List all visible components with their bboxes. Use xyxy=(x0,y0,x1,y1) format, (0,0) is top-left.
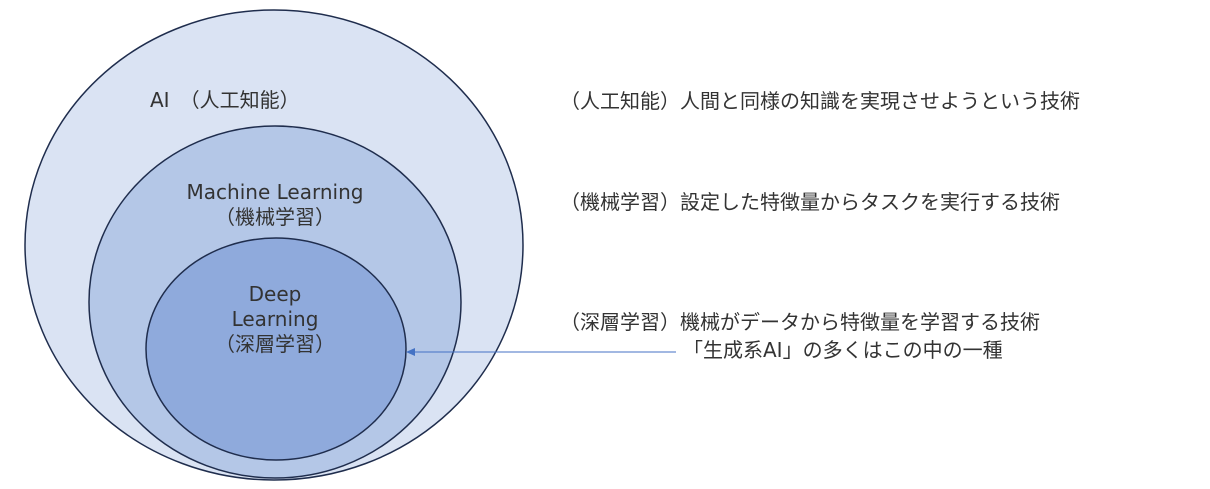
ai-description: （人工知能）人間と同様の知識を実現させようという技術 xyxy=(560,89,1080,113)
ml-label-line-1: Machine Learning xyxy=(186,180,364,204)
dl-label-line-1: Deep xyxy=(248,282,302,306)
dl-label-line-2: Learning xyxy=(231,307,319,331)
generative-ai-note: 「生成系AI」の多くはこの中の一種 xyxy=(683,338,1003,362)
dl-label-line-3: （深層学習） xyxy=(215,332,335,356)
dl-label: Deep Learning （深層学習） xyxy=(170,282,380,357)
ml-description: （機械学習）設定した特徴量からタスクを実行する技術 xyxy=(560,190,1060,214)
ml-label-line-2: （機械学習） xyxy=(215,205,335,229)
ml-label: Machine Learning （機械学習） xyxy=(150,180,400,230)
dl-description: （深層学習）機械がデータから特徴量を学習する技術 xyxy=(560,310,1040,334)
ai-label: AI （人工知能） xyxy=(150,88,400,113)
ai-label-line: AI （人工知能） xyxy=(150,88,300,112)
